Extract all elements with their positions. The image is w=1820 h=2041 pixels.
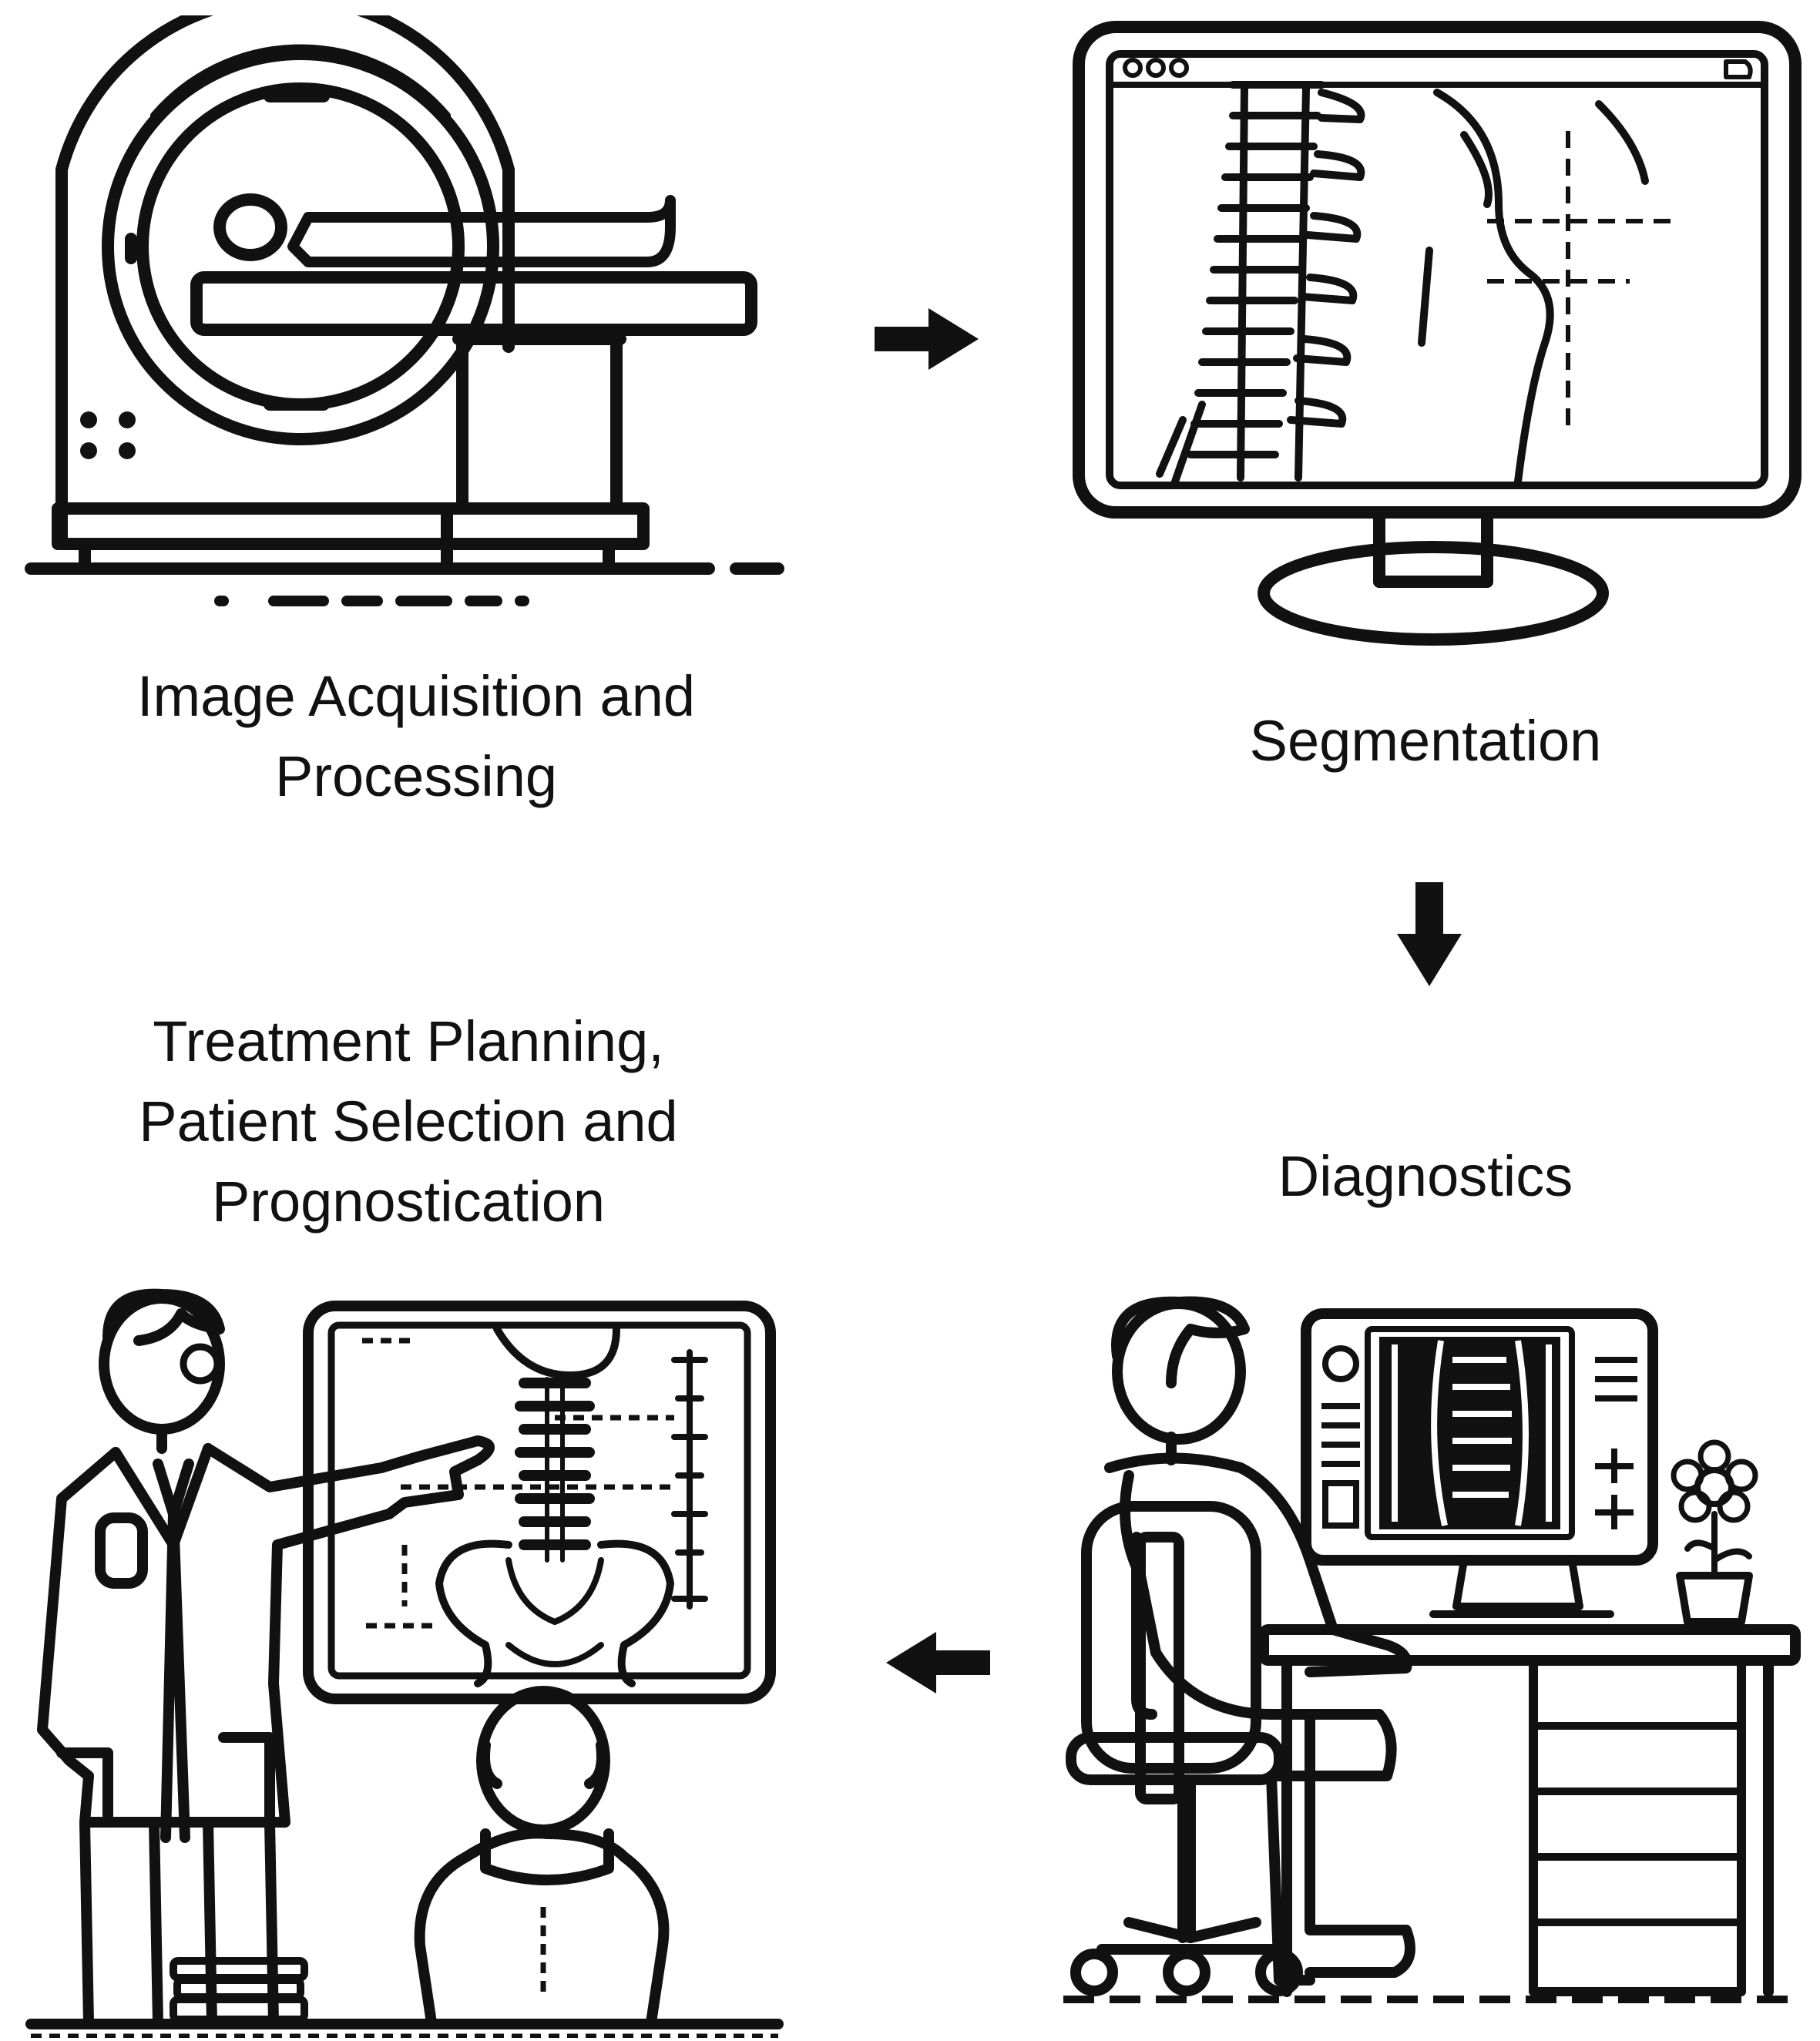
treatment-panel: [15, 1283, 786, 2038]
caption-acquisition-line-1: Image Acquisition and: [136, 664, 696, 728]
arrow-left: [878, 1626, 994, 1707]
segmentation-panel: [1067, 19, 1807, 651]
doctor-explaining-xray-icon: [25, 1288, 784, 2038]
spine-monitor-icon: [1073, 21, 1802, 646]
caption-treatment-line-1: Treatment Planning,: [153, 1009, 664, 1073]
arrow-down-icon: [1397, 882, 1462, 986]
caption-treatment-line-2: Patient Selection and: [139, 1089, 678, 1153]
arrow-down: [1391, 878, 1468, 998]
caption-acquisition-line-2: Processing: [274, 744, 558, 808]
caption-treatment: Treatment Planning, Patient Selection an…: [23, 1002, 794, 1242]
diagnostics-panel: [1056, 1283, 1803, 2030]
caption-diagnostics: Diagnostics: [1117, 1136, 1734, 1217]
caption-acquisition: Image Acquisition and Processing: [31, 656, 801, 817]
caption-treatment-line-3: Prognostication: [211, 1170, 606, 1234]
caption-diagnostics-line-1: Diagnostics: [1278, 1144, 1573, 1208]
arrow-right: [871, 302, 986, 383]
radiologist-workstation-icon: [1063, 1296, 1801, 2003]
arrow-right-icon: [875, 308, 979, 370]
caption-segmentation: Segmentation: [1117, 701, 1734, 781]
arrow-left-icon: [886, 1632, 990, 1694]
ct-scanner-icon: [25, 15, 784, 606]
caption-segmentation-line-1: Segmentation: [1249, 709, 1602, 773]
ct-scanner-panel: [15, 15, 786, 616]
